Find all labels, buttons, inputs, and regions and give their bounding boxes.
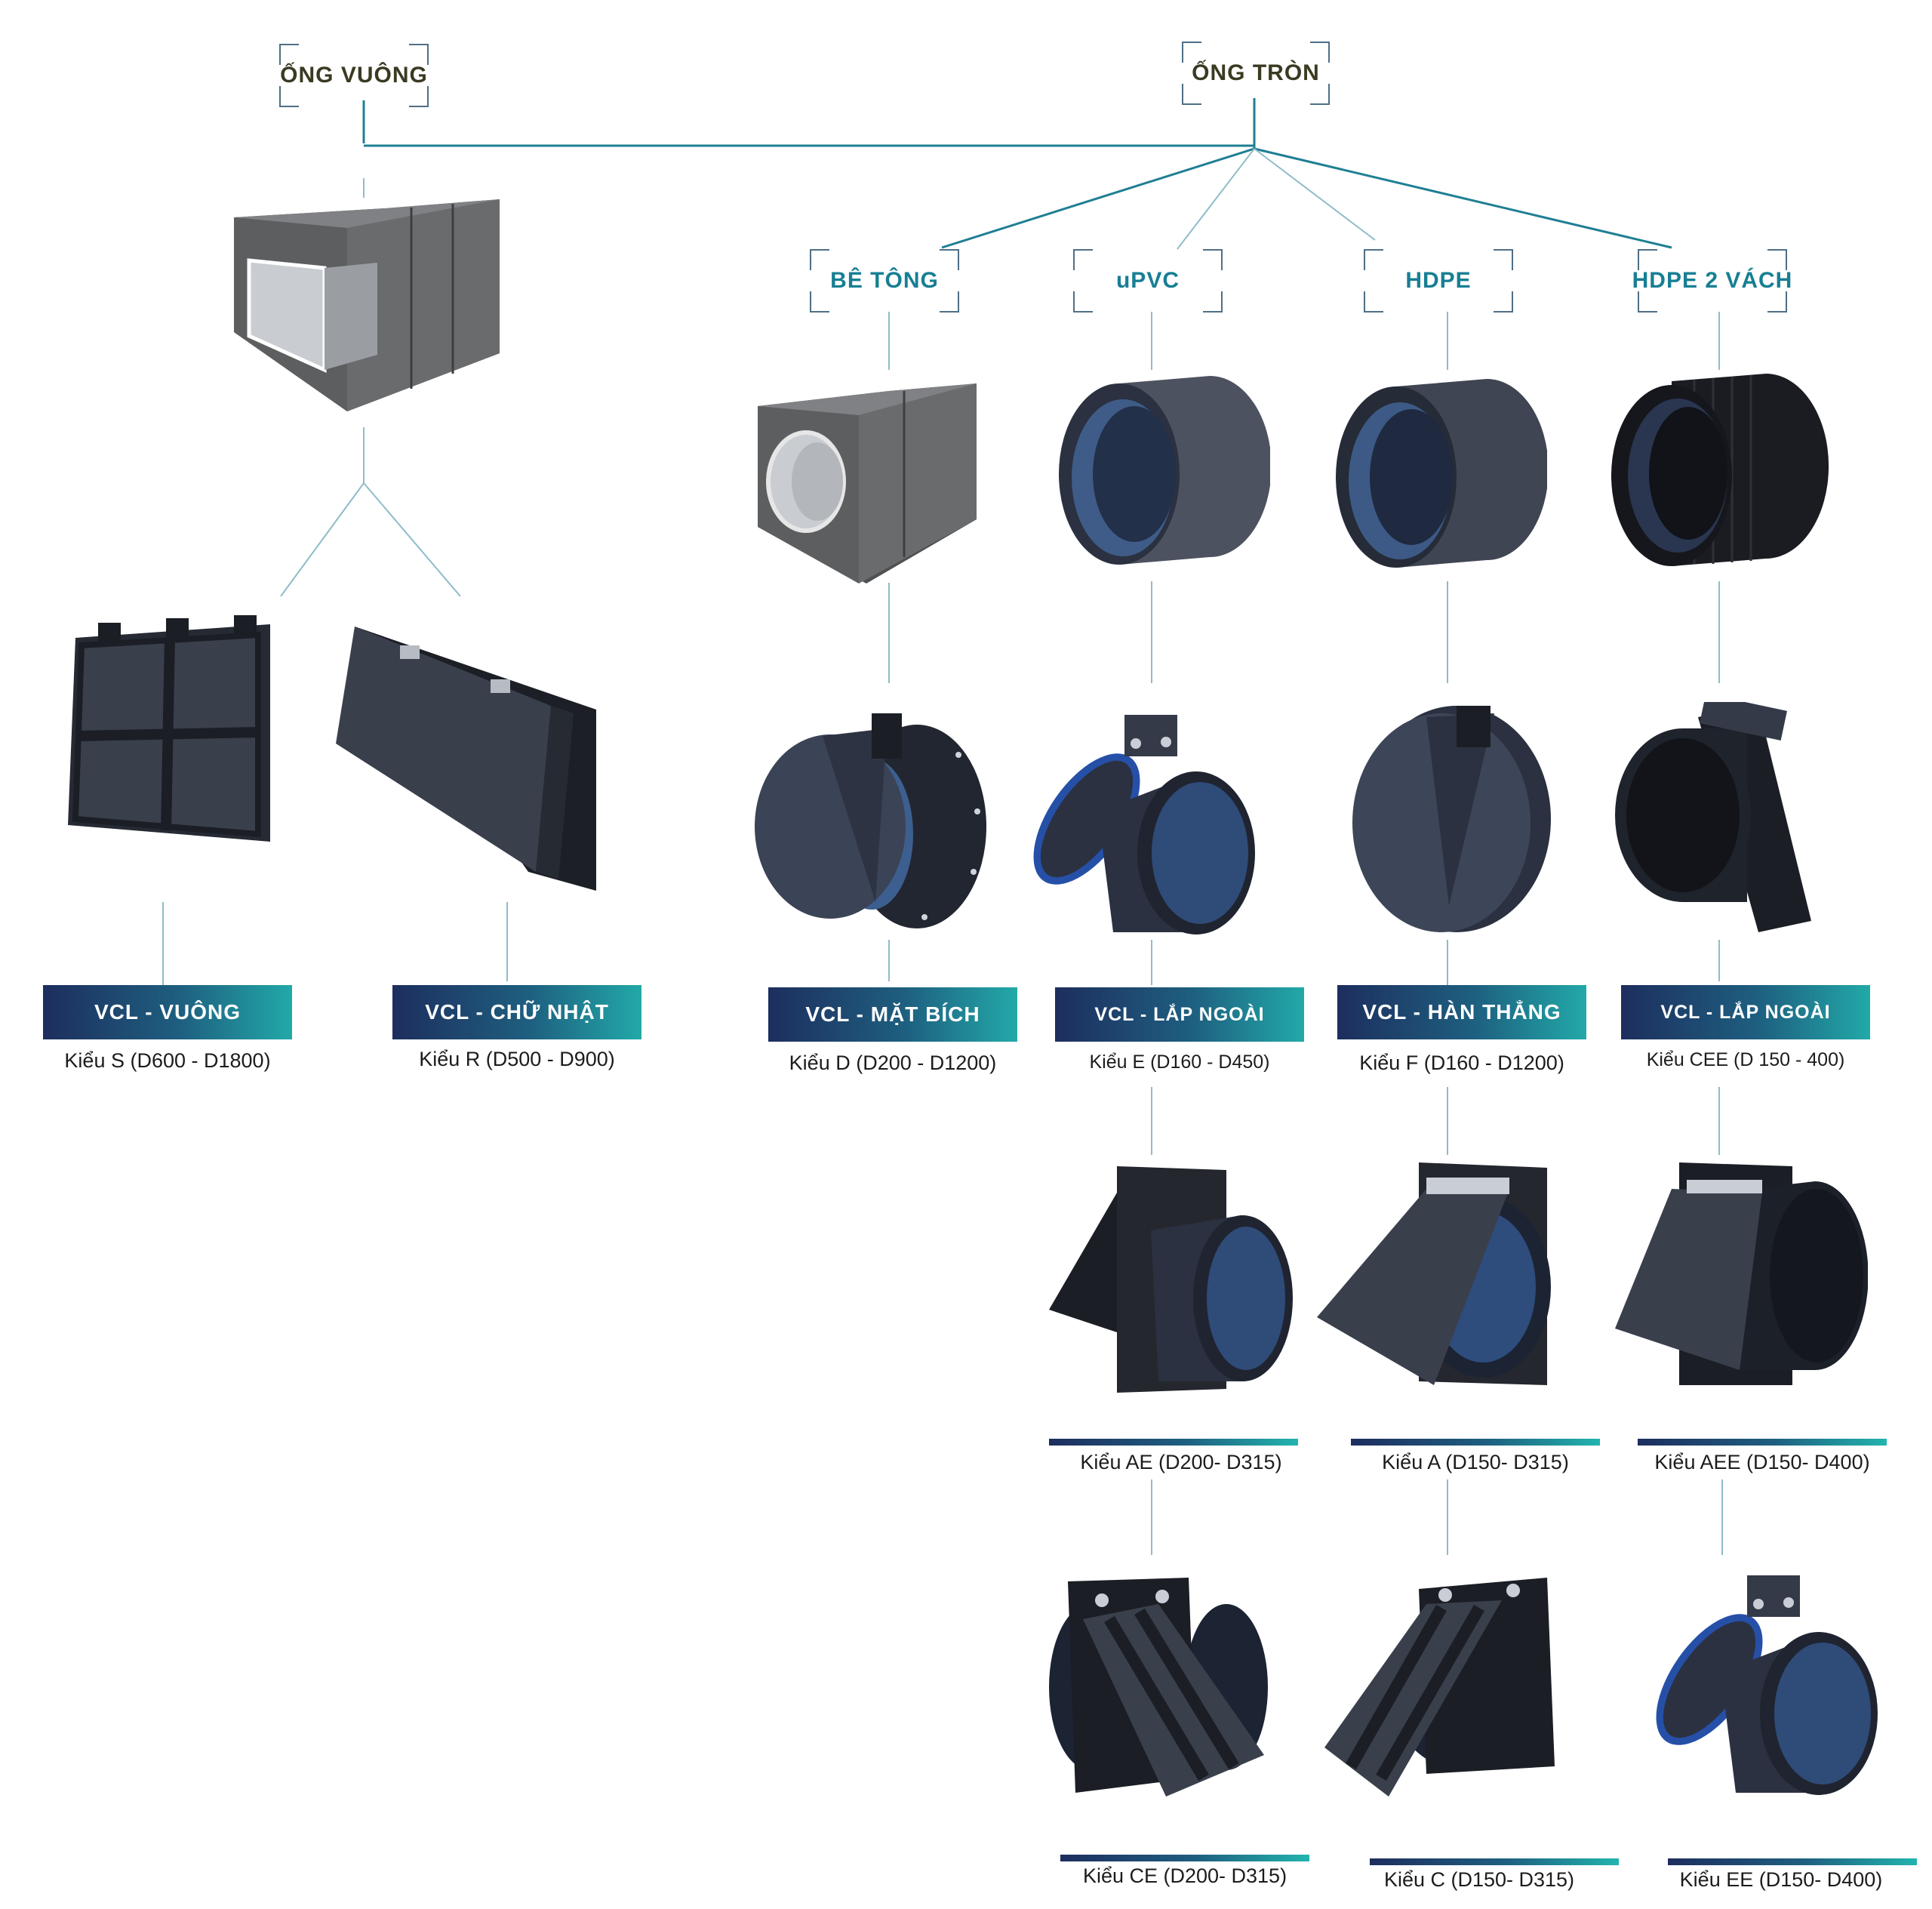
branch-hdpe2 <box>1254 147 1672 249</box>
hdpe2-pipe-image <box>1604 366 1830 577</box>
square-concrete-box-image <box>226 181 506 423</box>
hdpe2-label: HDPE 2 VÁCH <box>1632 268 1793 293</box>
branch-concrete <box>941 147 1255 249</box>
hdpe-label: HDPE <box>1405 268 1472 293</box>
valve-r-image <box>332 623 604 894</box>
round-pipe-header: ỐNG TRÒN <box>1182 42 1330 105</box>
branch-hdpe <box>1254 148 1376 241</box>
caption-type-ae: Kiểu AE (D200- D315) <box>1080 1451 1282 1473</box>
valve-ee-image <box>1645 1574 1887 1800</box>
banner-vcl-rect: VCL - CHỮ NHẬT <box>392 985 641 1039</box>
valve-a-image <box>1313 1159 1592 1400</box>
caption-type-cee: Kiểu CEE (D 150 - 400) <box>1646 1049 1845 1070</box>
caption-type-e: Kiểu E (D160 - D450) <box>1089 1051 1270 1073</box>
banner-vcl-outer-hdpe2: VCL - LẮP NGOÀI <box>1621 985 1870 1039</box>
caption-type-s: Kiểu S (D600 - D1800) <box>64 1049 271 1072</box>
caption-type-a: Kiểu A (D150- D315) <box>1382 1451 1569 1473</box>
hdpe2-stem <box>1718 312 1723 1555</box>
banner-vcl-weld: VCL - HÀN THẲNG <box>1337 985 1586 1039</box>
valve-s-image <box>60 615 279 857</box>
bar-ce <box>1060 1855 1309 1861</box>
concrete-header: BÊ TÔNG <box>810 249 959 313</box>
caption-type-d: Kiểu D (D200 - D1200) <box>789 1051 997 1074</box>
valve-d-image <box>751 713 992 940</box>
valve-e-image <box>1023 713 1264 940</box>
caption-type-ee: Kiểu EE (D150- D400) <box>1679 1868 1883 1891</box>
bar-a <box>1351 1439 1600 1446</box>
upvc-label: uPVC <box>1115 268 1180 293</box>
banner-vcl-outer-upvc: VCL - LẮP NGOÀI <box>1055 987 1304 1042</box>
valve-aee-image <box>1611 1159 1868 1396</box>
hdpe-pipe-image <box>1328 371 1547 575</box>
caption-type-c: Kiểu C (D150- D315) <box>1383 1868 1575 1891</box>
hdpe-header: HDPE <box>1364 249 1513 313</box>
caption-type-ce: Kiểu CE (D200- D315) <box>1082 1864 1287 1887</box>
upvc-header: uPVC <box>1073 249 1223 313</box>
round-pipe-label: ỐNG TRÒN <box>1192 60 1320 85</box>
bar-ae <box>1049 1439 1298 1446</box>
valve-ce-image <box>1038 1574 1287 1800</box>
branch-upvc <box>1177 148 1255 250</box>
valve-c-image <box>1321 1574 1585 1800</box>
concrete-label: BÊ TÔNG <box>830 268 939 293</box>
valve-cee-image <box>1607 702 1826 932</box>
caption-type-r: Kiểu R (D500 - D900) <box>419 1048 615 1070</box>
square-pipe-label: ỐNG VUÔNG <box>280 63 428 88</box>
valve-f-image <box>1343 706 1562 936</box>
bar-aee <box>1638 1439 1887 1446</box>
hdpe2-header: HDPE 2 VÁCH <box>1632 249 1792 313</box>
caption-type-f: Kiểu F (D160 - D1200) <box>1359 1051 1564 1074</box>
caption-type-aee: Kiểu AEE (D150- D400) <box>1654 1451 1870 1473</box>
valve-ae-image <box>1045 1162 1294 1396</box>
bar-c <box>1370 1858 1619 1865</box>
banner-vcl-square: VCL - VUÔNG <box>43 985 292 1039</box>
square-split <box>280 427 461 597</box>
banner-vcl-flange: VCL - MẶT BÍCH <box>768 987 1017 1042</box>
upvc-pipe-image <box>1051 368 1270 572</box>
bar-ee <box>1668 1858 1917 1865</box>
concrete-round-box-image <box>753 368 980 587</box>
square-pipe-header: ỐNG VUÔNG <box>279 44 429 107</box>
